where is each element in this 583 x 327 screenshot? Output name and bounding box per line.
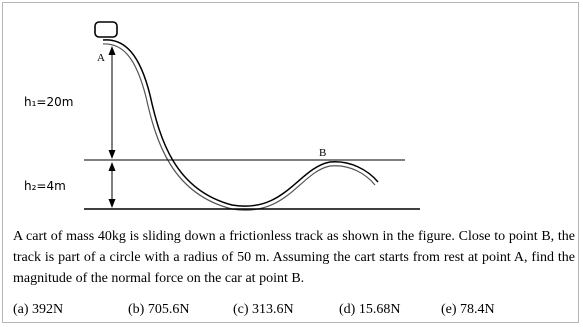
choice-d[interactable]: (d) 15.68N bbox=[339, 302, 401, 317]
track-outer bbox=[102, 39, 379, 207]
h1-arrowhead-top bbox=[108, 46, 116, 55]
choice-c[interactable]: (c) 313.6N bbox=[233, 302, 294, 317]
problem-frame bbox=[2, 2, 579, 323]
choice-b[interactable]: (b) 705.6N bbox=[128, 302, 190, 317]
point-b-label: B bbox=[319, 147, 326, 159]
choice-a[interactable]: (a) 392N bbox=[13, 302, 64, 317]
problem-text: A cart of mass 40kg is sliding down a fr… bbox=[13, 229, 575, 286]
h2-label: h₂=4m bbox=[24, 179, 66, 193]
problem-statement: A cart of mass 40kg is sliding down a fr… bbox=[13, 226, 575, 289]
h2-arrowhead-top bbox=[108, 162, 116, 171]
h1-label: h₁=20m bbox=[24, 95, 73, 109]
choice-e[interactable]: (e) 78.4N bbox=[441, 302, 495, 317]
h1-arrowhead-bottom bbox=[108, 150, 116, 159]
cart bbox=[94, 21, 118, 38]
point-a-label: A bbox=[97, 52, 105, 64]
track-inner bbox=[102, 43, 376, 211]
h2-arrowhead-bottom bbox=[108, 199, 116, 208]
